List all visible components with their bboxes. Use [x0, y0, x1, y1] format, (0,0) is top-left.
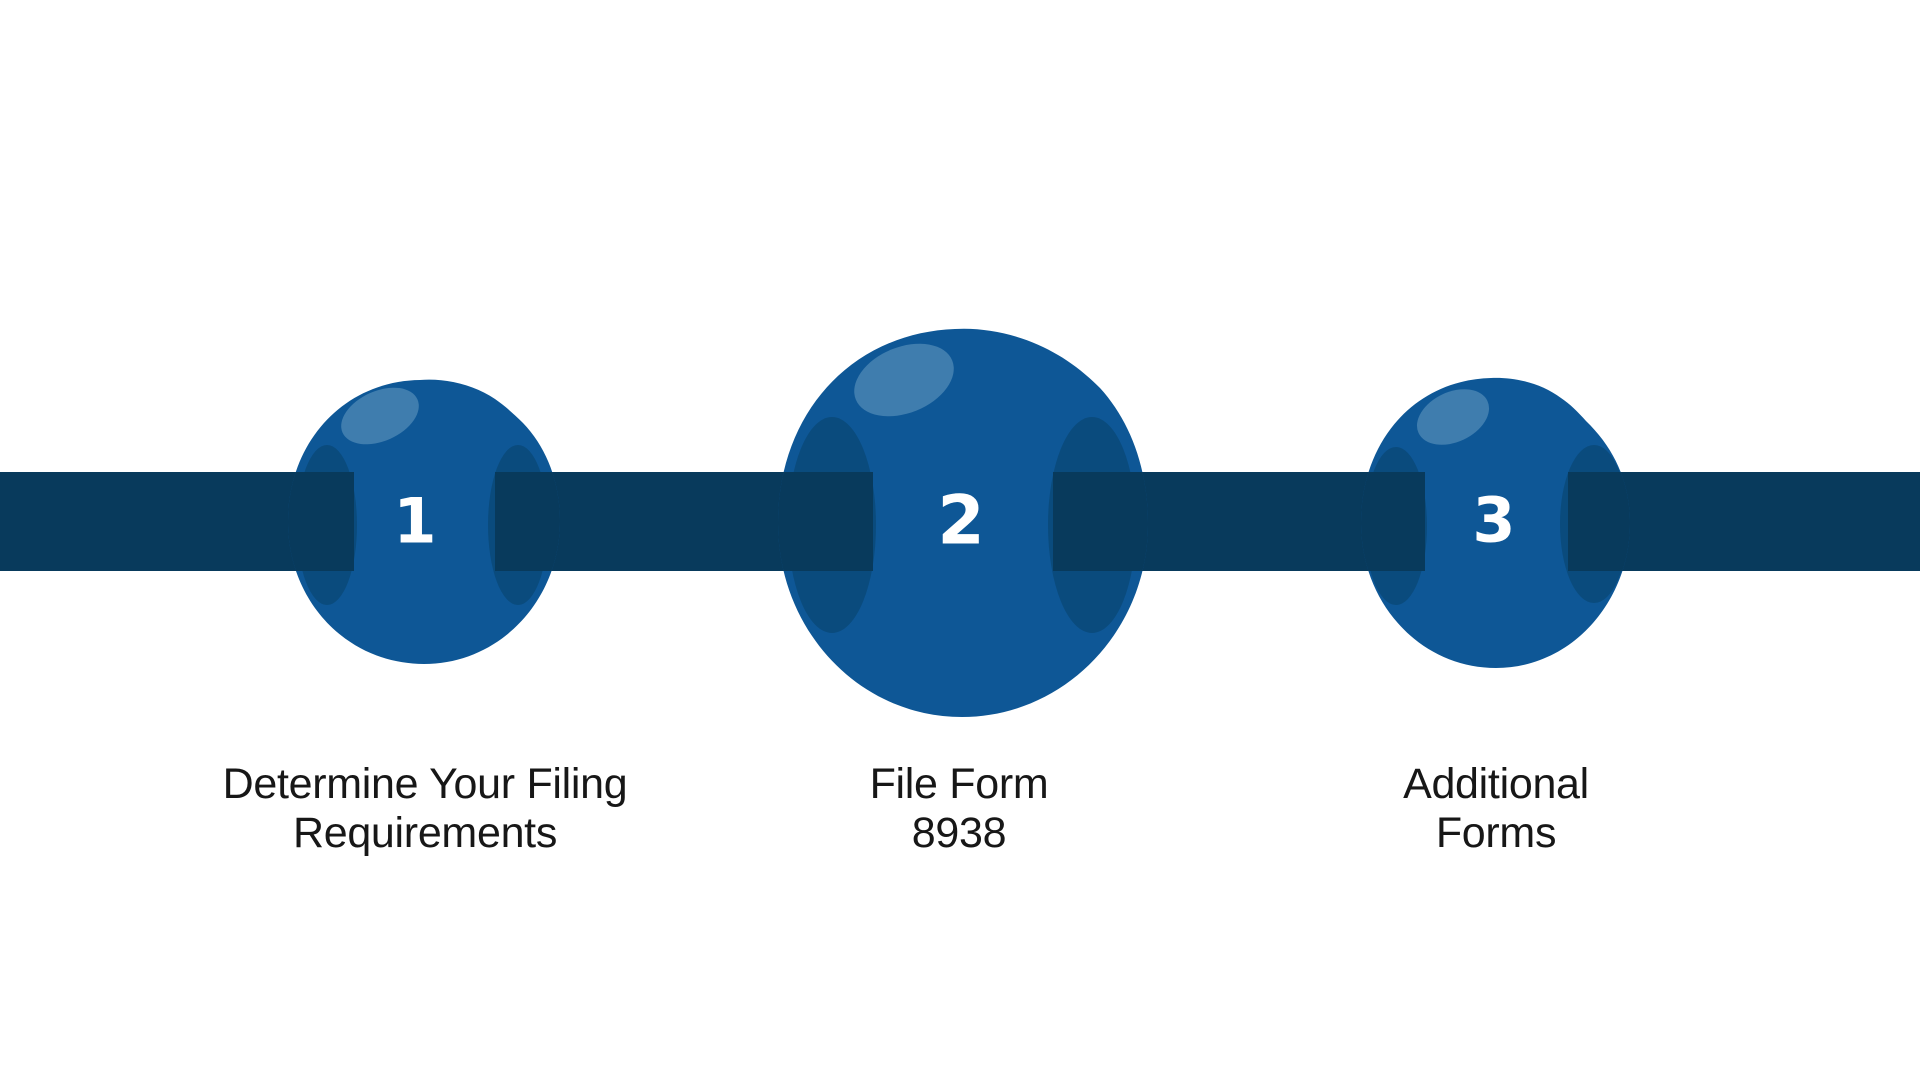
step-1-number: 1: [393, 485, 436, 558]
bead-sphere: [288, 379, 560, 664]
step-3-label-line1: Additional: [1403, 760, 1589, 808]
bar-through-bead-left: [1361, 472, 1425, 571]
bead-sphere: [778, 328, 1148, 717]
step-1-bead: 1: [288, 379, 560, 664]
step-1-label: Determine Your Filing Requirements: [125, 760, 725, 857]
bead-highlight: [341, 387, 419, 445]
bar-through-bead-left: [288, 472, 354, 571]
step-3-label-line2: Forms: [1435, 808, 1557, 857]
step-2-label-line1: File Form: [869, 760, 1049, 808]
step-2-label: File Form 8938: [759, 760, 1159, 857]
step-1-label-line2: Requirements: [292, 808, 558, 857]
step-1-label-line1: Determine Your Filing: [222, 760, 628, 808]
step-2-label-line2: 8938: [911, 808, 1007, 857]
bar-through-bead-right: [495, 472, 560, 571]
bar-through-bead-right: [1053, 472, 1148, 571]
bead-sphere: [1361, 377, 1630, 668]
bar-through-bead-left: [778, 472, 873, 571]
bead-highlight: [1416, 389, 1490, 445]
step-2-bead: 2: [778, 328, 1148, 717]
step-3-number: 3: [1472, 484, 1515, 557]
bar-through-bead-right: [1568, 472, 1630, 571]
step-3-label: Additional Forms: [1296, 760, 1696, 857]
step-3-bead: 3: [1361, 377, 1630, 668]
bead-highlight: [854, 343, 954, 417]
step-2-number: 2: [937, 482, 984, 561]
